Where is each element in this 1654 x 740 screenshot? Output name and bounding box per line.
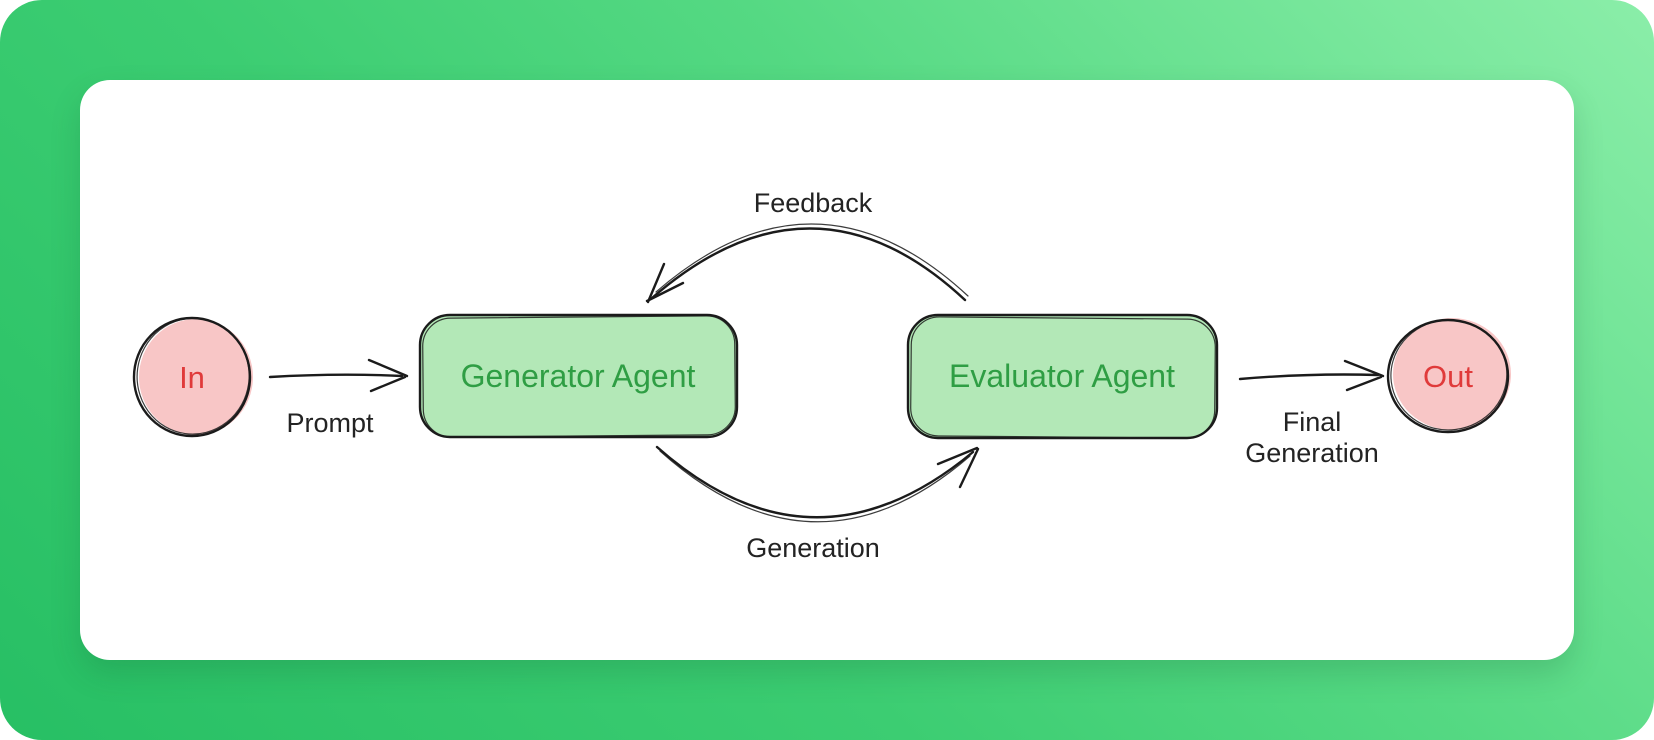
generator-box-outline — [418, 313, 739, 439]
edge-final-generation: Final Generation — [1238, 359, 1385, 468]
output-circle-fill — [1393, 318, 1511, 430]
final-generation-label-line1: Final — [1283, 407, 1342, 437]
generation-arrowhead — [936, 446, 980, 489]
final-generation-arrow-line — [1238, 373, 1380, 381]
generator-box-fill — [420, 315, 737, 437]
feedback-arrow-sketch-line — [655, 223, 969, 297]
diagram-card: In Prompt Generator Agent Evaluator Ag — [80, 80, 1574, 660]
final-generation-arrowhead — [1343, 359, 1385, 392]
node-output: Out — [1386, 318, 1511, 434]
generation-arrow-sketch-line — [659, 450, 971, 523]
feedback-arrowhead — [645, 262, 685, 304]
node-input: In — [132, 316, 253, 438]
node-evaluator: Evaluator Agent — [906, 313, 1219, 440]
input-circle-sketch-line — [136, 317, 250, 435]
evaluator-box-sketch-line — [910, 316, 1216, 439]
prompt-label: Prompt — [286, 408, 374, 438]
flow-diagram: In Prompt Generator Agent Evaluator Ag — [132, 188, 1511, 563]
evaluator-box-fill — [908, 315, 1217, 438]
generator-box-sketch-line — [422, 315, 736, 438]
output-circle-sketch-line — [1390, 319, 1508, 431]
input-circle-fill — [139, 319, 253, 435]
feedback-label: Feedback — [754, 188, 873, 218]
final-generation-label-line2: Generation — [1245, 438, 1379, 468]
edge-prompt: Prompt — [268, 358, 409, 438]
evaluator-label: Evaluator Agent — [949, 358, 1175, 394]
generation-label: Generation — [746, 533, 880, 563]
prompt-arrowhead — [367, 358, 409, 393]
prompt-arrow-line — [268, 373, 404, 379]
input-label: In — [179, 360, 205, 395]
feedback-arrow-curve — [650, 227, 967, 302]
generator-label: Generator Agent — [461, 358, 696, 394]
generation-arrow-curve — [655, 445, 975, 519]
output-label: Out — [1423, 359, 1473, 394]
edge-generation: Generation — [655, 445, 980, 563]
node-generator: Generator Agent — [418, 313, 739, 439]
edge-feedback: Feedback — [645, 188, 969, 304]
evaluator-box-outline — [906, 313, 1219, 440]
